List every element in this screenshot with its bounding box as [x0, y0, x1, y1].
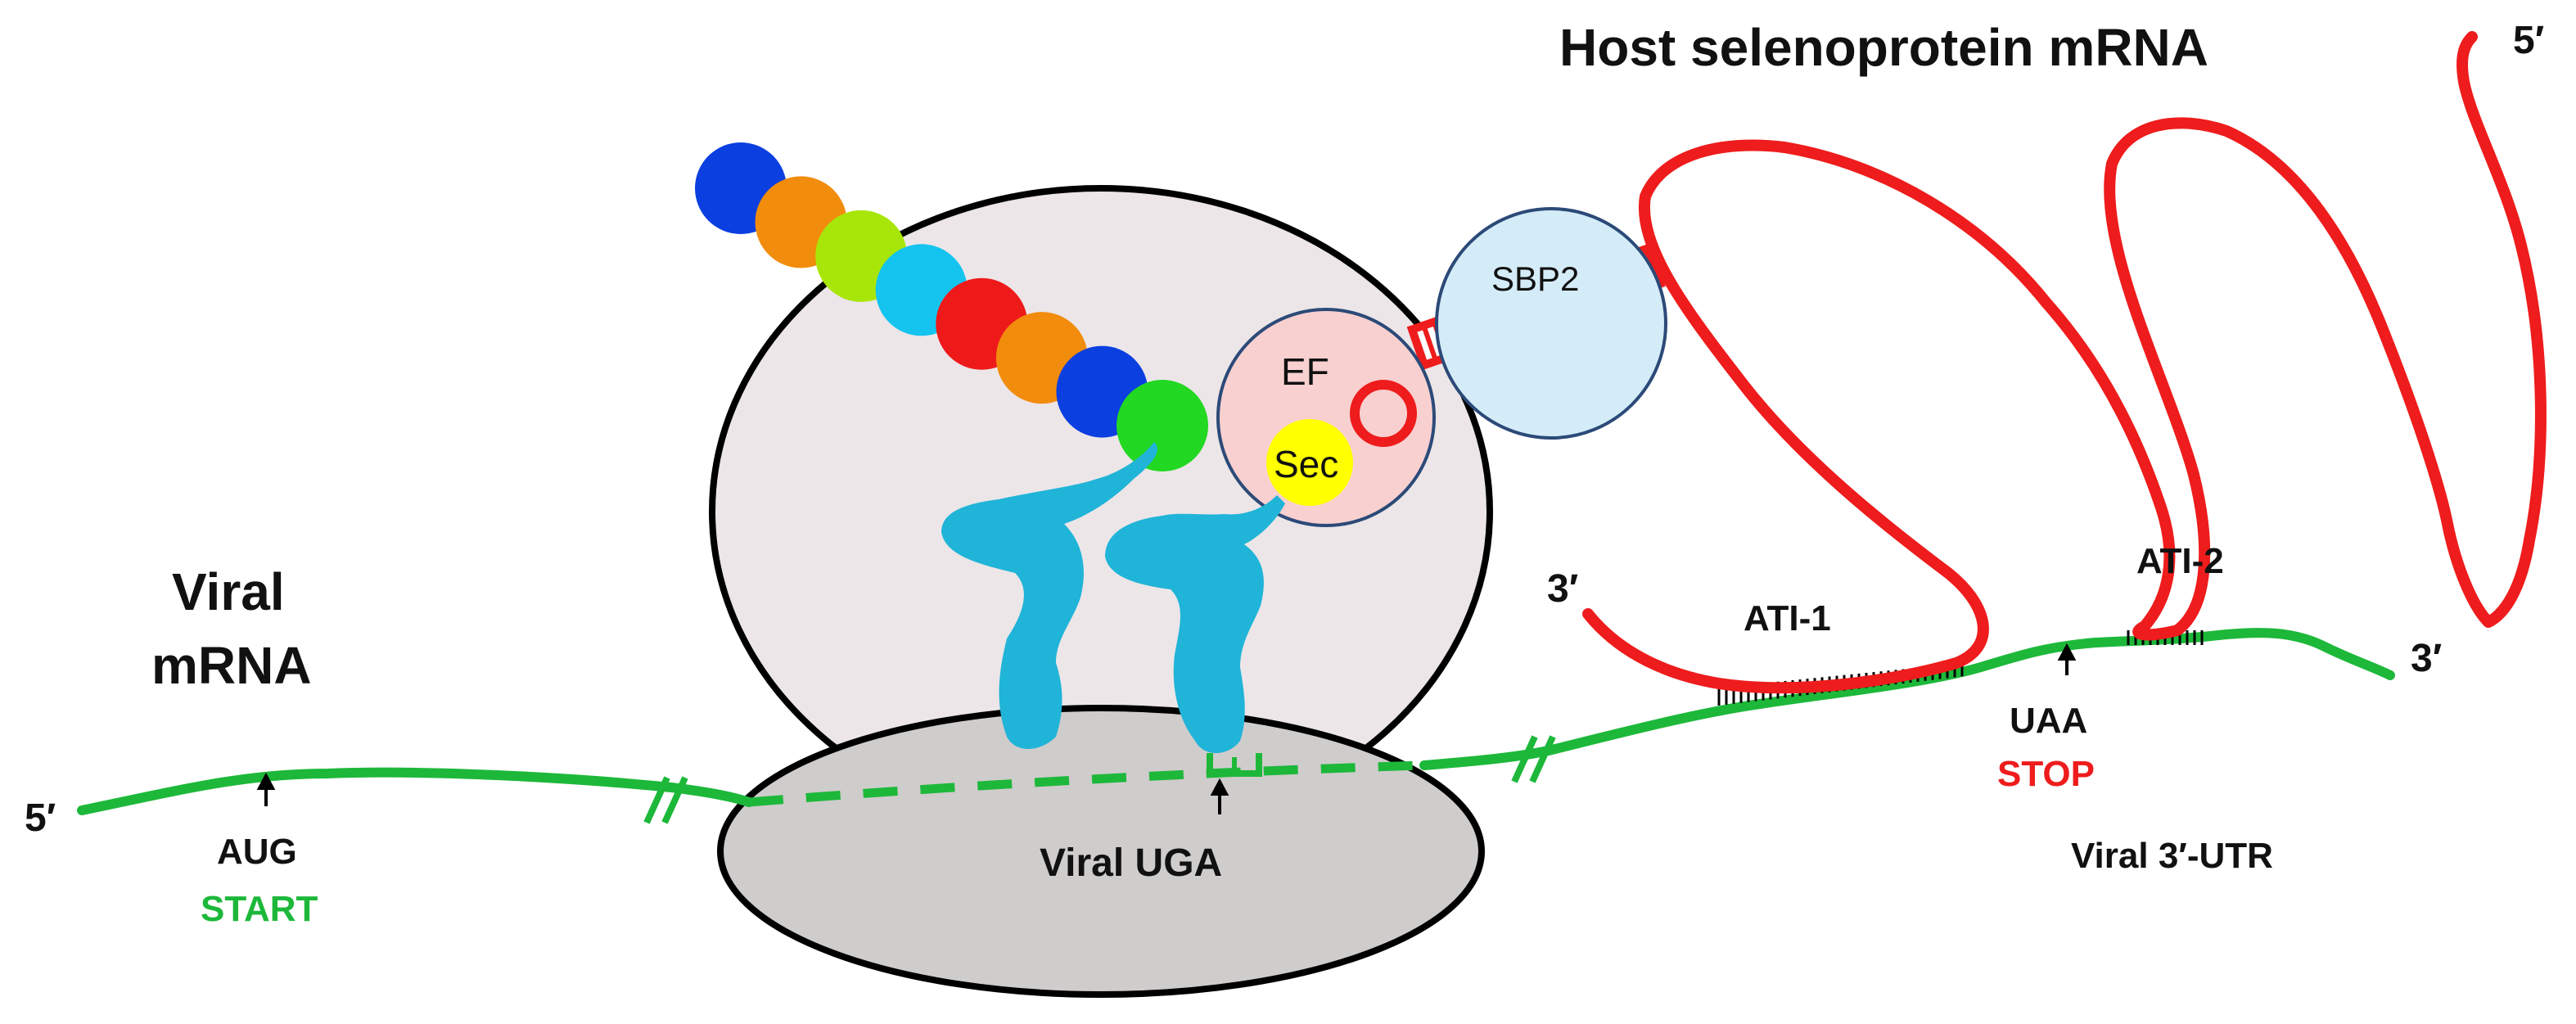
- viral-uga-label: Viral UGA: [1040, 841, 1222, 885]
- sbp2-label: SBP2: [1491, 259, 1579, 298]
- start-label: START: [201, 889, 318, 929]
- uaa-label: UAA: [2010, 701, 2087, 741]
- sec-label: Sec: [1274, 443, 1338, 485]
- viral-mrna-label-line1: Viral: [172, 562, 285, 621]
- viral-mrna-label-line2: mRNA: [151, 636, 312, 695]
- stem-rung: [1421, 324, 1439, 363]
- ati2-label: ATI-2: [2136, 541, 2224, 581]
- viral-3utr-label: Viral 3′-UTR: [2071, 836, 2273, 876]
- break-mark-right: [1511, 735, 1556, 783]
- sec-residue: [1266, 419, 1353, 506]
- uaa-arrow: [2057, 643, 2077, 675]
- five-prime-left-label: 5′: [25, 796, 56, 840]
- host-mrna: [1582, 31, 2547, 694]
- viral-mrna-right: [1419, 628, 2395, 770]
- trna-left: [941, 442, 1157, 749]
- stop-label: STOP: [1997, 754, 2095, 794]
- aug-label: AUG: [217, 832, 297, 872]
- ribosome-small-subunit: [717, 705, 1485, 998]
- break-mark-left: [643, 776, 688, 824]
- viral-mrna-left: [77, 767, 754, 815]
- peptide-chain: [695, 142, 1208, 471]
- three-prime-viral-label: 3′: [2411, 637, 2442, 680]
- five-prime-right-label: 5′: [2513, 19, 2544, 62]
- ati1-label: ATI-1: [1744, 598, 1831, 638]
- aug-arrow: [256, 772, 276, 806]
- viral-mrna-dashed: [748, 760, 1425, 807]
- trna-right: [1105, 495, 1285, 753]
- three-prime-host-label: 3′: [1547, 567, 1578, 611]
- uga-arrow: [1210, 778, 1229, 814]
- diagram-title: Host selenoprotein mRNA: [1559, 18, 2208, 77]
- sbp2-protein: [1435, 207, 1667, 440]
- ef-label: EF: [1281, 350, 1329, 393]
- peptide-bead: [1117, 380, 1208, 471]
- secis-loop: [1350, 380, 1417, 447]
